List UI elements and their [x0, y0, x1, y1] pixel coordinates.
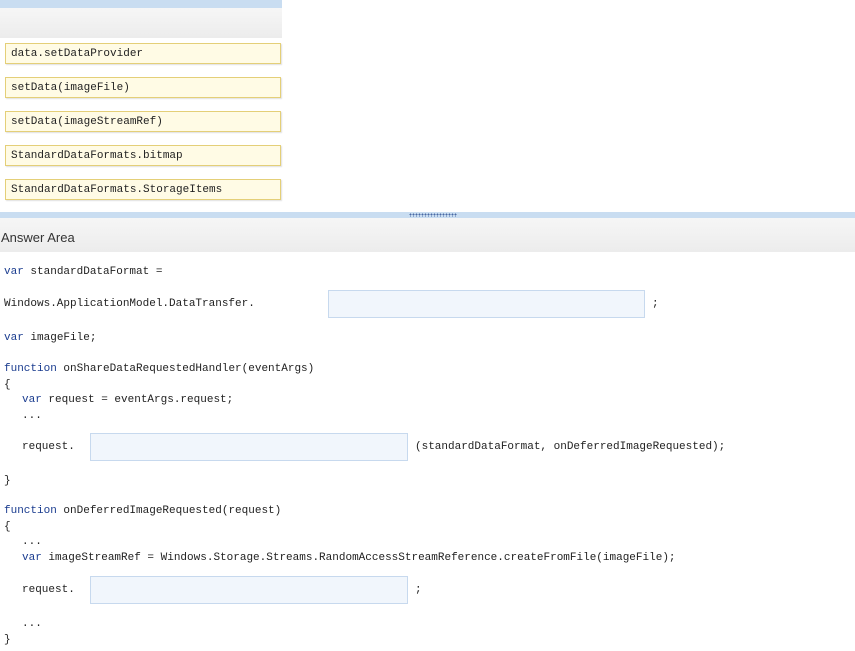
code-line-share-handler-signature: function onShareDataRequestedHandler(eve…	[4, 363, 315, 375]
code-line-request-method-args: (standardDataFormat, onDeferredImageRequ…	[415, 441, 726, 453]
choices-header-band	[0, 0, 282, 8]
code-line-data-transfer-prefix: Windows.ApplicationModel.DataTransfer.	[4, 298, 255, 310]
code-line-request-prefix-2: request.	[22, 584, 75, 596]
code-line-ellipsis: ...	[22, 410, 42, 422]
code-line-open-brace: {	[4, 379, 11, 391]
code-line-image-file: var imageFile;	[4, 332, 97, 344]
choice-item-set-data-provider[interactable]: data.setDataProvider	[5, 43, 281, 64]
code-line-close-brace-2: }	[4, 634, 11, 646]
code-line-data-transfer-suffix: ;	[652, 298, 659, 310]
choice-item-standard-data-formats-bitmap[interactable]: StandardDataFormats.bitmap	[5, 145, 281, 166]
choice-item-set-data-image-file[interactable]: setData(imageFile)	[5, 77, 281, 98]
drop-target-data-format[interactable]	[328, 290, 645, 318]
code-line-ellipsis-3: ...	[22, 618, 42, 630]
choices-toolbar	[0, 8, 282, 38]
choice-item-standard-data-formats-storage-items[interactable]: StandardDataFormats.StorageItems	[5, 179, 281, 200]
code-line-deferred-handler-signature: function onDeferredImageRequested(reques…	[4, 505, 282, 517]
code-line-ellipsis-2: ...	[22, 536, 42, 548]
answer-area-header	[0, 218, 855, 252]
drop-target-request-method[interactable]	[90, 433, 408, 461]
splitter-grip-icon[interactable]	[409, 213, 457, 217]
code-line-standard-data-format: var standardDataFormat =	[4, 266, 163, 278]
choice-item-set-data-image-stream-ref[interactable]: setData(imageStreamRef)	[5, 111, 281, 132]
code-line-image-stream-ref: var imageStreamRef = Windows.Storage.Str…	[22, 552, 676, 564]
drop-target-set-data[interactable]	[90, 576, 408, 604]
code-line-request-prefix: request.	[22, 441, 75, 453]
answer-area-title: Answer Area	[1, 230, 75, 245]
code-line-set-data-suffix: ;	[415, 584, 422, 596]
code-line-close-brace: }	[4, 475, 11, 487]
code-line-open-brace-2: {	[4, 521, 11, 533]
code-line-request-assign: var request = eventArgs.request;	[22, 394, 234, 406]
pane-splitter[interactable]	[0, 212, 855, 218]
